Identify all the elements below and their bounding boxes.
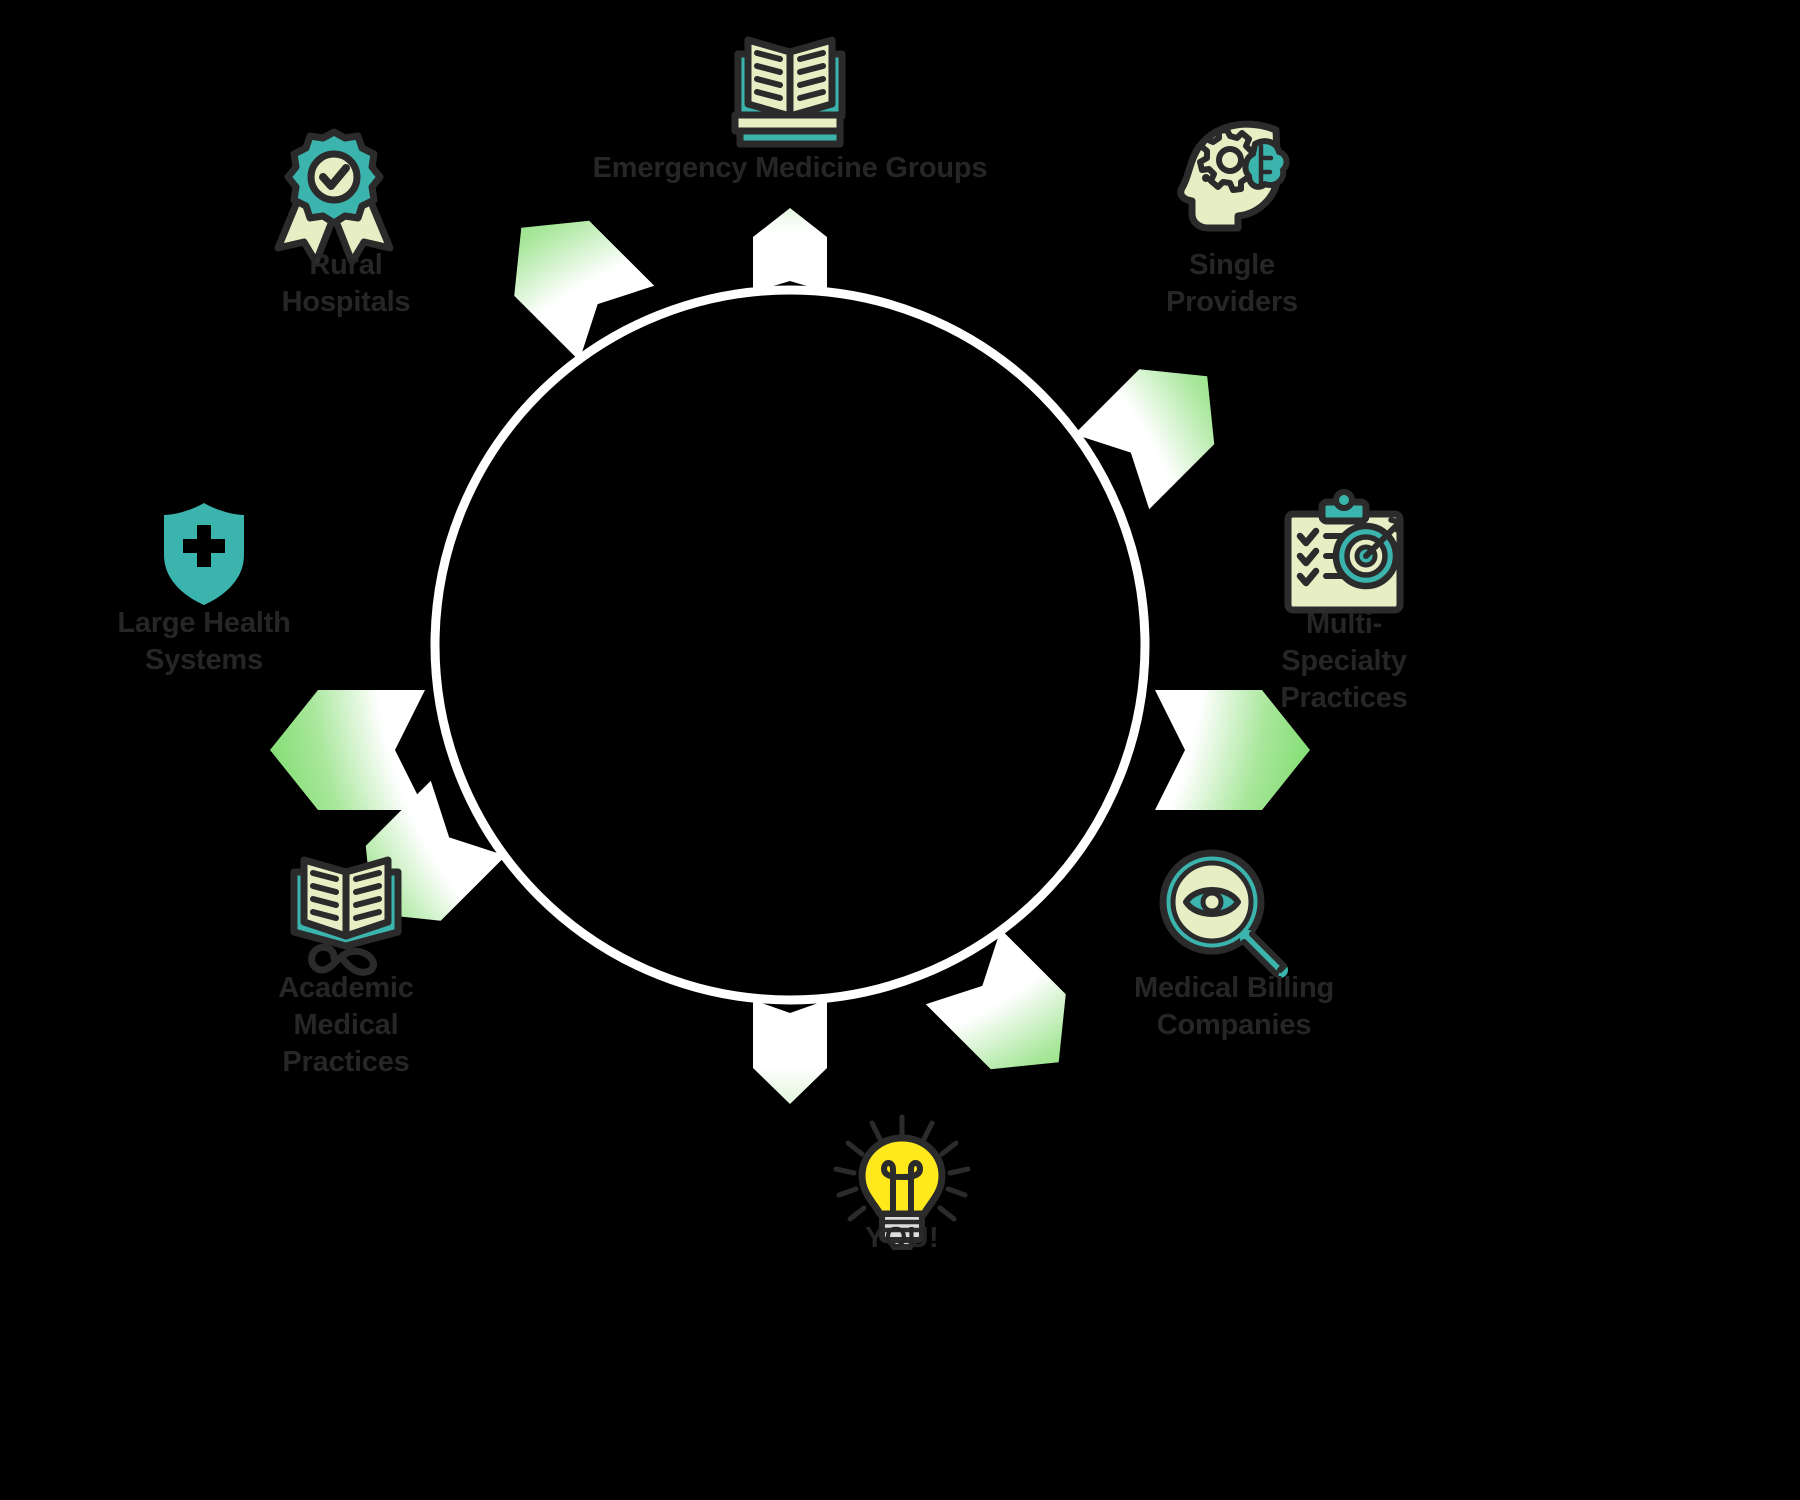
arrow-up xyxy=(753,208,827,292)
lightbulb-icon xyxy=(833,1114,971,1250)
arrow-right xyxy=(1155,690,1310,810)
center-ring xyxy=(430,285,1150,1005)
magnifier-eye-icon xyxy=(1159,849,1288,978)
award-ribbon-check-icon xyxy=(274,128,394,266)
head-gear-brain-icon xyxy=(1177,120,1290,232)
node-label-you: YOU! xyxy=(864,1222,940,1254)
arrow-down-right xyxy=(925,929,1066,1070)
open-book-icon xyxy=(731,36,846,148)
arrow-up-right xyxy=(1074,369,1215,510)
book-infinity-icon xyxy=(290,856,402,976)
arrow-left xyxy=(270,690,425,810)
arrow-down xyxy=(753,1000,827,1104)
shield-cross-icon xyxy=(164,503,244,605)
clipboard-target-icon xyxy=(1284,489,1404,614)
arrow-up-left xyxy=(514,220,655,361)
